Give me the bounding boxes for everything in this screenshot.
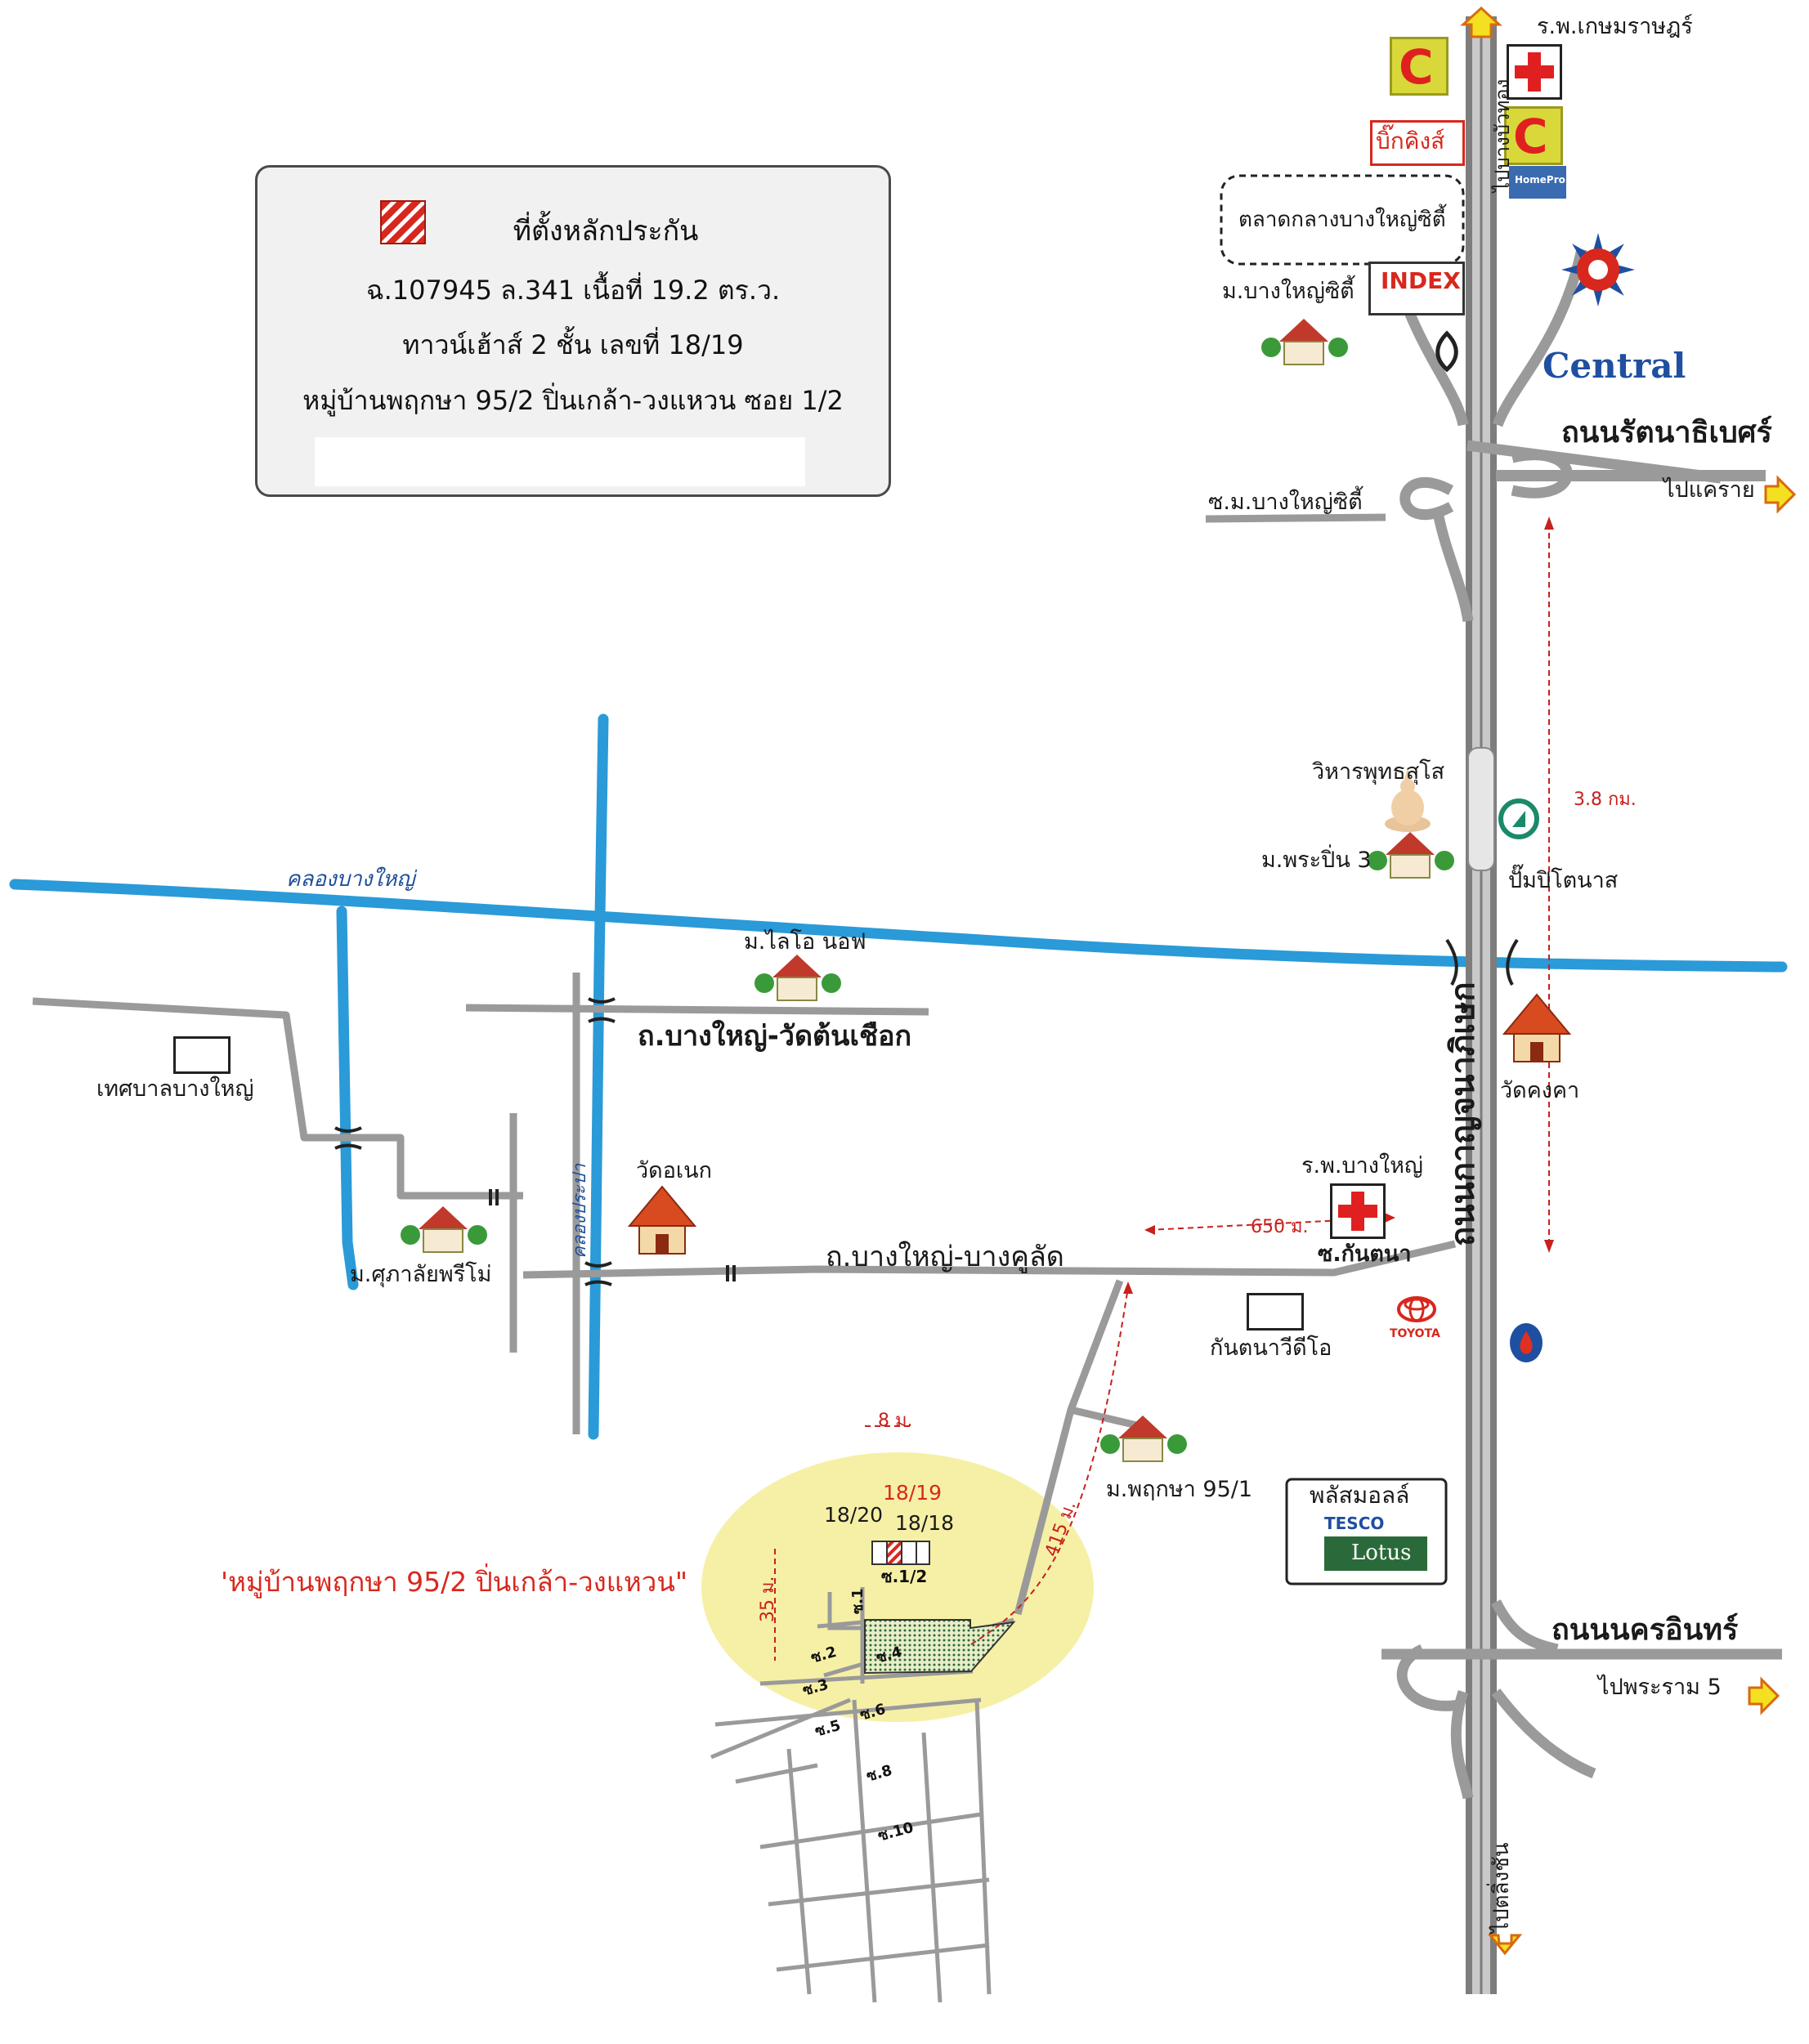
lotus-sign: Lotus bbox=[1324, 1536, 1427, 1571]
kasem-hospital-label: ร.พ.เกษมราษฎร์ bbox=[1537, 14, 1693, 39]
tessaban-icon bbox=[173, 1036, 231, 1074]
canal-bang-yai bbox=[9, 879, 1788, 973]
distance-lines bbox=[774, 523, 1550, 1661]
unit-18-18-label: 18/18 bbox=[895, 1511, 955, 1535]
distance-8m: 8 ม. bbox=[878, 1411, 913, 1431]
homepro-sign: HomePro bbox=[1509, 166, 1566, 199]
kanchanaphisek-label: ถนนกาญจนาภิเษก bbox=[1444, 982, 1482, 1246]
bang-khu-lat-road-label: ถ.บางใหญ่-บางคูลัด bbox=[826, 1241, 1064, 1273]
kantana-video-label: กันตนาวีดีโอ bbox=[1210, 1335, 1332, 1361]
to-rama5-label: ไปพระราม 5 bbox=[1598, 1675, 1722, 1700]
bridge-markers bbox=[334, 938, 1519, 1286]
legend-box: ที่ตั้งหลักประกัน ฉ.107945 ล.341 เนื้อที… bbox=[255, 165, 891, 497]
toyota-label: TOYOTA bbox=[1390, 1327, 1440, 1340]
phra-pin-3-label: ม.พระปิ่น 3 bbox=[1261, 848, 1372, 873]
rattana-road-label: ถนนรัตนาธิเบศร์ bbox=[1561, 416, 1772, 450]
big-c-logo: C bbox=[1390, 37, 1449, 96]
bangyai-hospital-icon bbox=[1330, 1183, 1386, 1239]
suphalai-label: ม.ศุภาลัยพรีโม่ bbox=[350, 1262, 492, 1287]
legend-blank-area bbox=[315, 437, 805, 486]
legend-deed: ฉ.107945 ล.341 เนื้อที่ 19.2 ตร.ว. bbox=[365, 275, 781, 306]
wihan-label: วิหารพุทธสุโส bbox=[1312, 759, 1445, 785]
petronas-label: ปั๊มปิโตนาส bbox=[1508, 868, 1619, 893]
soi-bangyai-city-label: ซ.ม.บางใหญ่ซิตี้ bbox=[1208, 490, 1363, 515]
distance-arrowheads bbox=[1123, 517, 1554, 1294]
soi-1-2-label: ซ.1/2 bbox=[881, 1567, 928, 1586]
homepro-label: HomePro bbox=[1515, 174, 1565, 186]
house-icons bbox=[401, 319, 1454, 1462]
unit-18-19-label: 18/19 bbox=[883, 1481, 943, 1505]
big-c-logo-2: C bbox=[1504, 106, 1563, 165]
wat-ton-chueak-road-label: ถ.บางใหญ่-วัดต้นเชือก bbox=[638, 1020, 912, 1053]
legend-townhouse: ทาวน์เฮ้าส์ 2 ชั้น เลขที่ 18/19 bbox=[402, 329, 744, 360]
arrow-south bbox=[1487, 1934, 1523, 1956]
temple-icons bbox=[627, 767, 1572, 1255]
legend-village: หมู่บ้านพฤกษา 95/2 ปิ่นเกล้า-วงแหวน ซอย … bbox=[302, 385, 844, 416]
toyota-logo bbox=[1397, 1296, 1436, 1322]
soi-1-label: ซ.1 bbox=[849, 1588, 866, 1614]
soi-kantana-label: ซ.กันตนา bbox=[1318, 1241, 1412, 1267]
to-north-label: ไปบางบัวทอง bbox=[1491, 78, 1514, 192]
arrow-north bbox=[1460, 6, 1502, 38]
index-sign: INDEX bbox=[1368, 262, 1465, 315]
bangchak-icon bbox=[1435, 330, 1458, 373]
central-label: Central bbox=[1543, 346, 1686, 386]
village-highlight bbox=[701, 1452, 1094, 1722]
legend-title: ที่ตั้งหลักประกัน bbox=[513, 215, 699, 248]
canal-prapa-label: คลองประปา bbox=[570, 1163, 590, 1259]
plus-mall-label: พลัสมอลล์ bbox=[1310, 1482, 1410, 1509]
big-king-label: บิ๊กคิงส์ bbox=[1376, 127, 1445, 154]
to-khae-rai-label: ไปแคราย bbox=[1663, 477, 1755, 503]
wat-anek-label: วัดอเนก bbox=[636, 1158, 712, 1183]
pruksa-951-label: ม.พฤกษา 95/1 bbox=[1106, 1477, 1253, 1502]
collateral-swatch bbox=[380, 200, 426, 244]
local-roads bbox=[32, 513, 1457, 1616]
buddha-statue-icon bbox=[1385, 767, 1431, 832]
bangyai-city-label: ม.บางใหญ่ซิตี้ bbox=[1222, 279, 1355, 304]
lio-north-label: ม.ไลโอ นอฟ bbox=[744, 929, 866, 955]
distance-650m: 650 ม. bbox=[1251, 1217, 1309, 1237]
village-label: 'หมู่บ้านพฤกษา 95/2 ปิ่นเกล้า-วงแหวน" bbox=[221, 1566, 688, 1598]
direction-arrows bbox=[1460, 6, 1797, 1956]
canal-prapa bbox=[588, 713, 609, 1440]
distance-3-8km: 3.8 กม. bbox=[1574, 789, 1637, 810]
tesco-label: TESCO bbox=[1324, 1514, 1385, 1533]
distance-35m: 35 ม. bbox=[758, 1576, 778, 1622]
kantana-video-icon bbox=[1247, 1293, 1304, 1331]
wat-khongkha-label: วัดคงคา bbox=[1500, 1078, 1580, 1103]
overpass-segment bbox=[1467, 747, 1495, 871]
ptt-icon bbox=[1510, 1323, 1543, 1362]
big-king-sign: บิ๊กคิงส์ bbox=[1370, 120, 1465, 166]
village-block bbox=[864, 1619, 1016, 1675]
market-label: ตลาดกลางบางใหญ่ซิตี้ bbox=[1238, 208, 1446, 232]
index-label: INDEX bbox=[1381, 267, 1461, 294]
petronas-icon bbox=[1498, 798, 1539, 839]
interchange-south bbox=[1381, 1599, 1782, 1800]
townhouse-units bbox=[871, 1541, 930, 1565]
to-taling-chan-label: ไปตลิ่งชัน bbox=[1489, 1842, 1514, 1933]
arrow-rama5 bbox=[1748, 1676, 1780, 1715]
nakhon-in-road-label: ถนนนครอินทร์ bbox=[1552, 1613, 1739, 1647]
arrow-khae-rai bbox=[1764, 475, 1797, 514]
canal-west-branch bbox=[336, 906, 359, 1290]
canal-bang-yai-label: คลองบางใหญ่ bbox=[286, 867, 415, 892]
tessaban-label: เทศบาลบางใหญ่ bbox=[96, 1076, 254, 1102]
kasem-hospital-icon bbox=[1507, 44, 1562, 100]
central-logo bbox=[1561, 233, 1635, 306]
market-outline bbox=[1220, 174, 1465, 266]
unit-18-20-label: 18/20 bbox=[824, 1503, 884, 1527]
lotus-label: Lotus bbox=[1351, 1541, 1412, 1565]
bangyai-hospital-label: ร.พ.บางใหญ่ bbox=[1301, 1153, 1423, 1179]
